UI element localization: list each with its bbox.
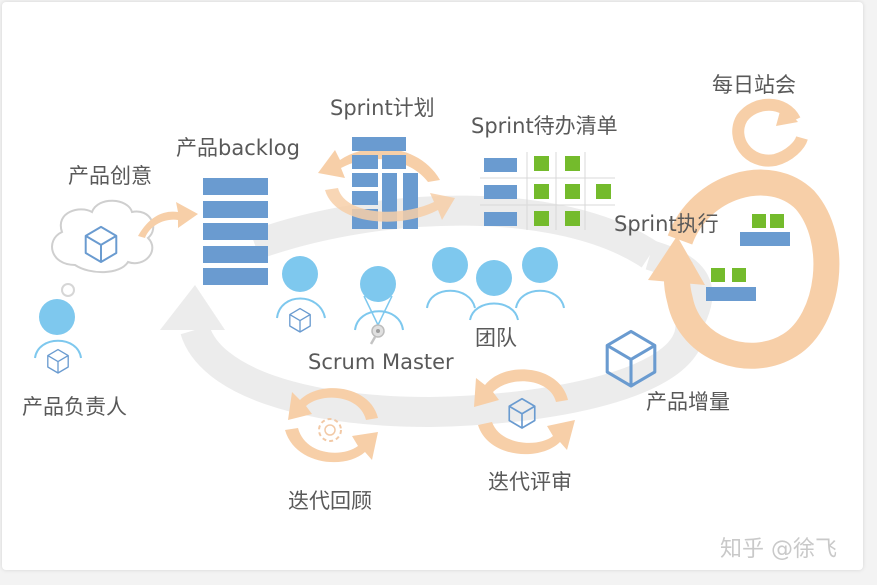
daily-standup-loop — [732, 98, 808, 167]
label-sprint-planning: Sprint计划 — [330, 96, 435, 120]
product-owner-icon — [34, 299, 82, 359]
label-product-increment: 产品增量 — [646, 390, 730, 414]
review-cycle-icon — [474, 369, 575, 455]
cube-icon — [47, 348, 69, 374]
label-product-idea: 产品创意 — [68, 164, 152, 188]
sprint-execution-loop — [648, 169, 840, 369]
label-product-owner: 产品负责人 — [22, 395, 127, 419]
diagram-card — [2, 2, 863, 570]
label-sprint-backlog: Sprint待办清单 — [471, 114, 618, 138]
whistle-icon — [369, 324, 385, 345]
label-team: 团队 — [475, 326, 517, 350]
watermark: 知乎 @徐飞 — [720, 537, 837, 562]
sprint-planning-icon — [318, 137, 455, 229]
label-daily-standup: 每日站会 — [712, 73, 796, 97]
gear-icon — [318, 418, 342, 442]
thought-cloud-icon — [51, 199, 155, 297]
label-product-backlog: 产品backlog — [176, 136, 300, 160]
scrum-master-icon — [354, 266, 404, 345]
arrow-idea-to-backlog — [138, 202, 198, 238]
person-icon — [276, 256, 326, 319]
main-cycle-arrow — [160, 195, 713, 428]
sprint-backlog-grid — [480, 152, 615, 230]
label-sprint-retrospective: 迭代回顾 — [288, 489, 372, 513]
retrospective-cycle-icon — [285, 388, 378, 463]
label-scrum-master: Scrum Master — [308, 350, 454, 374]
label-sprint-execution: Sprint执行 — [614, 212, 719, 236]
product-backlog-stack — [203, 178, 268, 285]
label-sprint-review: 迭代评审 — [488, 470, 572, 494]
cube-icon — [289, 307, 311, 333]
team-icon — [426, 247, 565, 321]
